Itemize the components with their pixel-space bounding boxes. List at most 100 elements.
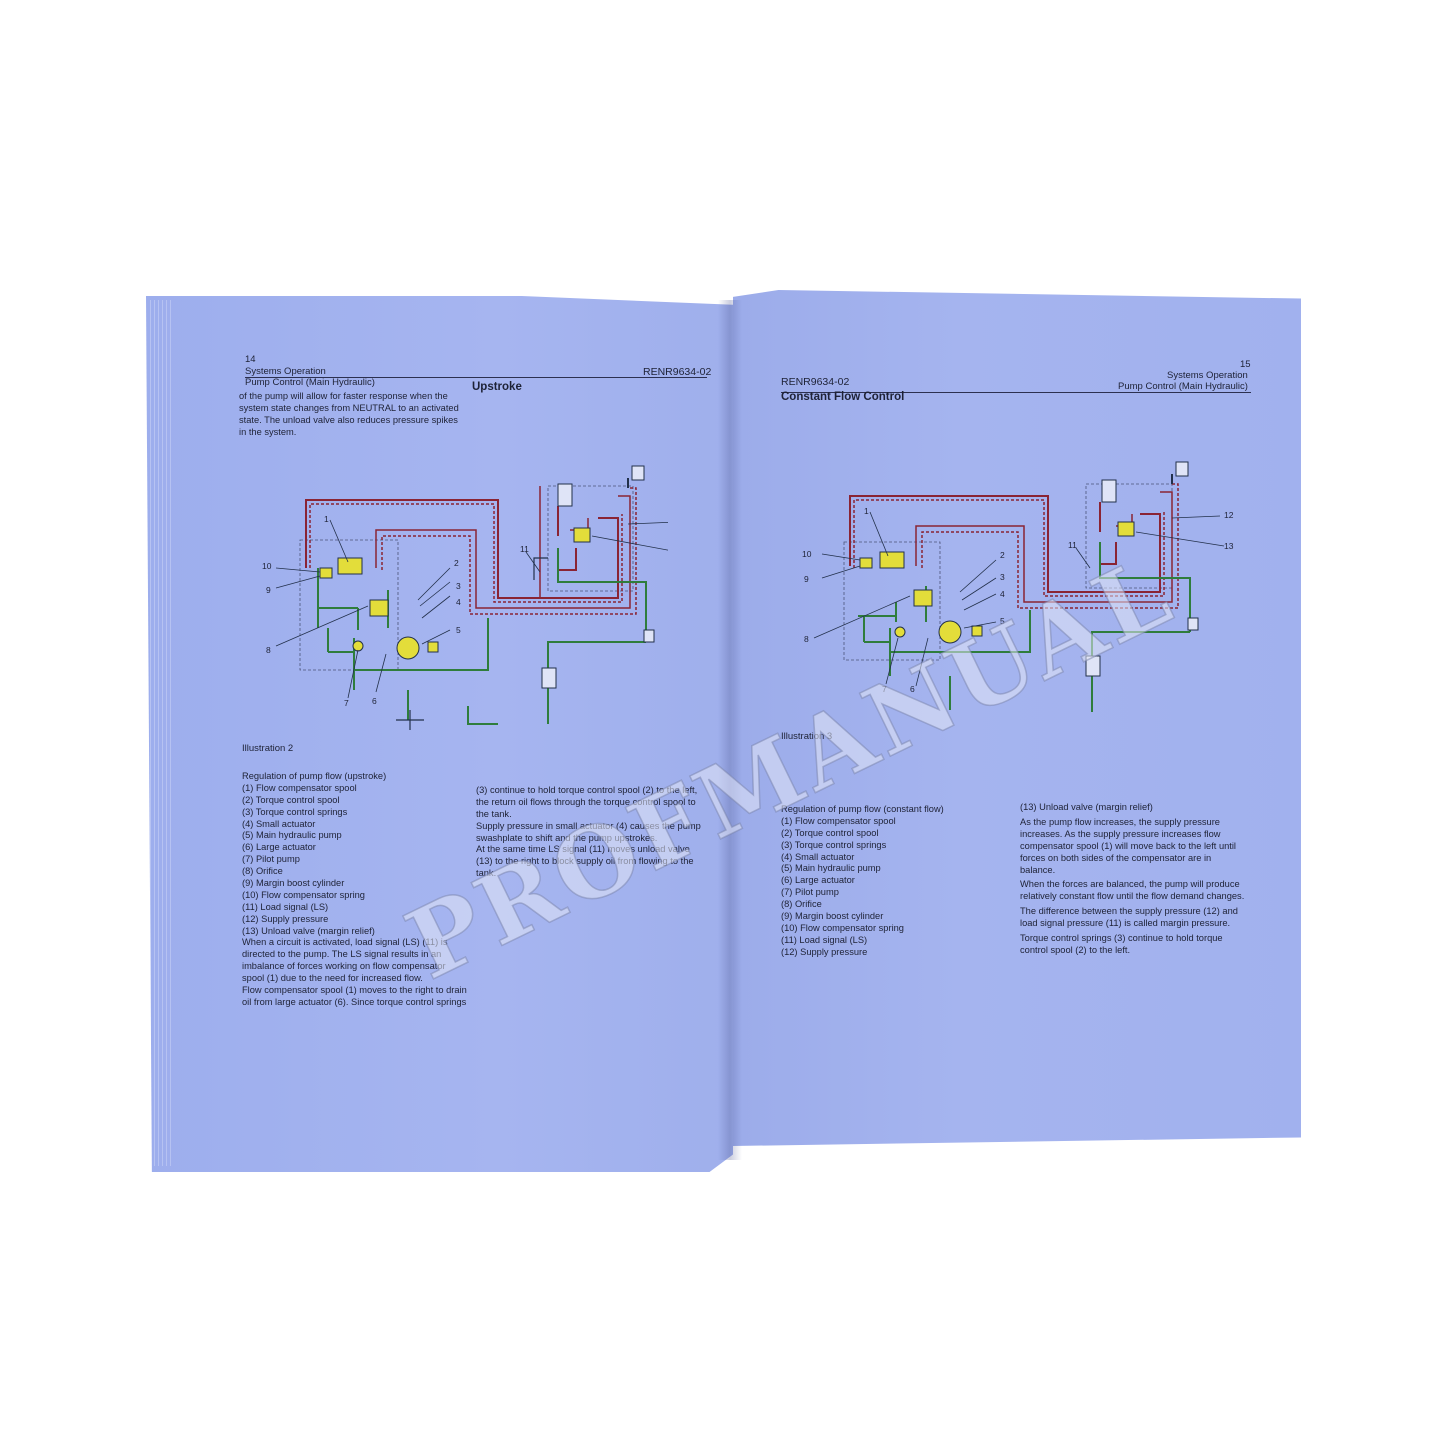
left-illustration-caption: Illustration 2	[242, 743, 294, 754]
callout-8: 8	[804, 634, 809, 644]
legend-item: (1) Flow compensator spool	[781, 815, 896, 826]
left-legend: Regulation of pump flow (upstroke) (1) F…	[242, 771, 467, 1009]
legend-item: (13) Unload valve (margin relief)	[1020, 802, 1153, 812]
right-header-rule	[781, 392, 1251, 393]
legend-item: (10) Flow compensator spring	[242, 889, 365, 900]
legend-item: (13) Unload valve (margin relief)	[242, 925, 375, 936]
body-line: forces on both sides of the compensator …	[1020, 852, 1212, 863]
callout-3: 3	[1000, 572, 1005, 582]
left-page-number: 14	[245, 354, 256, 365]
intro-line: in the system.	[239, 426, 297, 437]
body-line: compensator spool (1) will move back to …	[1020, 840, 1236, 851]
body-line: directed to the pump. The LS signal resu…	[242, 949, 442, 960]
callout-10: 10	[802, 549, 812, 559]
legend-item: (4) Small actuator	[242, 818, 316, 829]
callout-3: 3	[456, 581, 461, 591]
body-line: The difference between the supply pressu…	[1020, 906, 1238, 917]
body-line: balance.	[1020, 864, 1056, 875]
legend-item: (4) Small actuator	[781, 851, 855, 862]
right-right-column: (13) Unload valve (margin relief) As the…	[1020, 802, 1244, 957]
right-page	[733, 290, 1301, 1146]
callout-2: 2	[454, 558, 459, 568]
legend-item: (5) Main hydraulic pump	[242, 830, 342, 841]
legend-item: (8) Orifice	[781, 899, 822, 910]
callout-4: 4	[1000, 589, 1005, 599]
legend-item: (7) Pilot pump	[242, 854, 300, 865]
upstroke-hydraulic-schematic: 1 2 3 4 5 6 7 8 9 10 11 12 13	[262, 465, 668, 730]
body-line: increases. As the supply pressure increa…	[1020, 828, 1221, 839]
callout-6: 6	[910, 684, 915, 694]
legend-item: (11) Load signal (LS)	[242, 901, 329, 912]
body-line: Flow compensator spool (1) moves to the …	[242, 985, 467, 996]
right-section: Systems Operation	[1167, 370, 1248, 381]
left-intro: of the pump will allow for faster respon…	[239, 391, 459, 439]
legend-title: Regulation of pump flow (upstroke)	[242, 771, 387, 781]
body-line: swashplate to shift and the pump upstrok…	[476, 832, 658, 843]
legend-item: (5) Main hydraulic pump	[781, 863, 881, 874]
callout-6: 6	[372, 696, 377, 706]
callout-5: 5	[1000, 616, 1005, 626]
legend-title: Regulation of pump flow (constant flow)	[781, 804, 944, 814]
callout-9: 9	[266, 585, 271, 595]
callout-9: 9	[804, 574, 809, 584]
right-page-number: 15	[1240, 359, 1251, 370]
right-section-title: Constant Flow Control	[781, 391, 905, 403]
legend-item: (7) Pilot pump	[781, 887, 839, 898]
intro-line: system state changes from NEUTRAL to an …	[239, 402, 459, 413]
body-line: tank.	[476, 868, 497, 879]
legend-item: (6) Large actuator	[781, 875, 855, 886]
callout-12: 12	[1224, 510, 1234, 520]
left-section: Systems Operation	[245, 366, 326, 377]
callout-11: 11	[1068, 540, 1077, 550]
callout-10: 10	[262, 561, 272, 571]
left-doc-id: RENR9634-02	[643, 366, 712, 378]
legend-item: (2) Torque control spool	[242, 794, 340, 805]
body-line: oil from large actuator (6). Since torqu…	[242, 996, 467, 1007]
callout-1: 1	[864, 506, 869, 516]
callout-13: 13	[1224, 541, 1234, 551]
legend-item: (3) Torque control springs	[781, 839, 887, 850]
callout-7: 7	[882, 684, 887, 694]
callout-1: 1	[324, 514, 329, 524]
right-doc-id: RENR9634-02	[781, 376, 850, 388]
body-line: relatively constant flow until the flow …	[1020, 891, 1245, 902]
callout-11: 11	[520, 544, 529, 554]
body-line: (3) continue to hold torque control spoo…	[476, 785, 698, 795]
body-line: Torque control springs (3) continue to h…	[1020, 933, 1223, 944]
left-subsection: Pump Control (Main Hydraulic)	[245, 377, 375, 388]
legend-item: (11) Load signal (LS)	[781, 934, 868, 945]
body-line: the return oil flows through the torque …	[476, 796, 696, 807]
body-line: imbalance of forces working on flow comp…	[242, 961, 446, 972]
legend-item: (2) Torque control spool	[781, 827, 879, 838]
left-header-rule	[245, 377, 707, 378]
body-line: As the pump flow increases, the supply p…	[1020, 816, 1220, 827]
body-line: load signal pressure (11) is called marg…	[1020, 918, 1231, 929]
legend-item: (12) Supply pressure	[781, 946, 868, 957]
callout-5: 5	[456, 625, 461, 635]
book-spine	[718, 300, 742, 1160]
callout-4: 4	[456, 597, 461, 607]
body-line: When a circuit is activated, load signal…	[242, 937, 448, 948]
body-line: the tank.	[476, 808, 512, 819]
legend-item: (9) Margin boost cylinder	[781, 911, 884, 922]
left-section-title: Upstroke	[472, 381, 522, 393]
body-line: When the forces are balanced, the pump w…	[1020, 879, 1240, 890]
legend-item: (9) Margin boost cylinder	[242, 878, 345, 889]
page-edges	[150, 300, 172, 1166]
legend-item: (8) Orifice	[242, 866, 283, 877]
body-line: spool (1) due to the need for increased …	[242, 973, 423, 984]
right-subsection: Pump Control (Main Hydraulic)	[1118, 381, 1248, 392]
legend-item: (12) Supply pressure	[242, 913, 329, 924]
legend-item: (6) Large actuator	[242, 842, 316, 853]
left-right-column: (3) continue to hold torque control spoo…	[476, 785, 701, 880]
body-line: At the same time LS signal (11) moves un…	[476, 844, 690, 855]
body-line: (13) to the right to block supply oil fr…	[476, 856, 694, 867]
left-page	[146, 296, 733, 1172]
body-line: Supply pressure in small actuator (4) ca…	[476, 820, 701, 831]
right-legend: Regulation of pump flow (constant flow) …	[781, 804, 944, 959]
legend-item: (10) Flow compensator spring	[781, 922, 904, 933]
constant-flow-hydraulic-schematic: 1 2 3 4 5 6 7 8 9 10 11 12 13	[802, 461, 1234, 712]
legend-item: (1) Flow compensator spool	[242, 782, 357, 793]
right-illustration-caption: Illustration 3	[781, 731, 833, 742]
